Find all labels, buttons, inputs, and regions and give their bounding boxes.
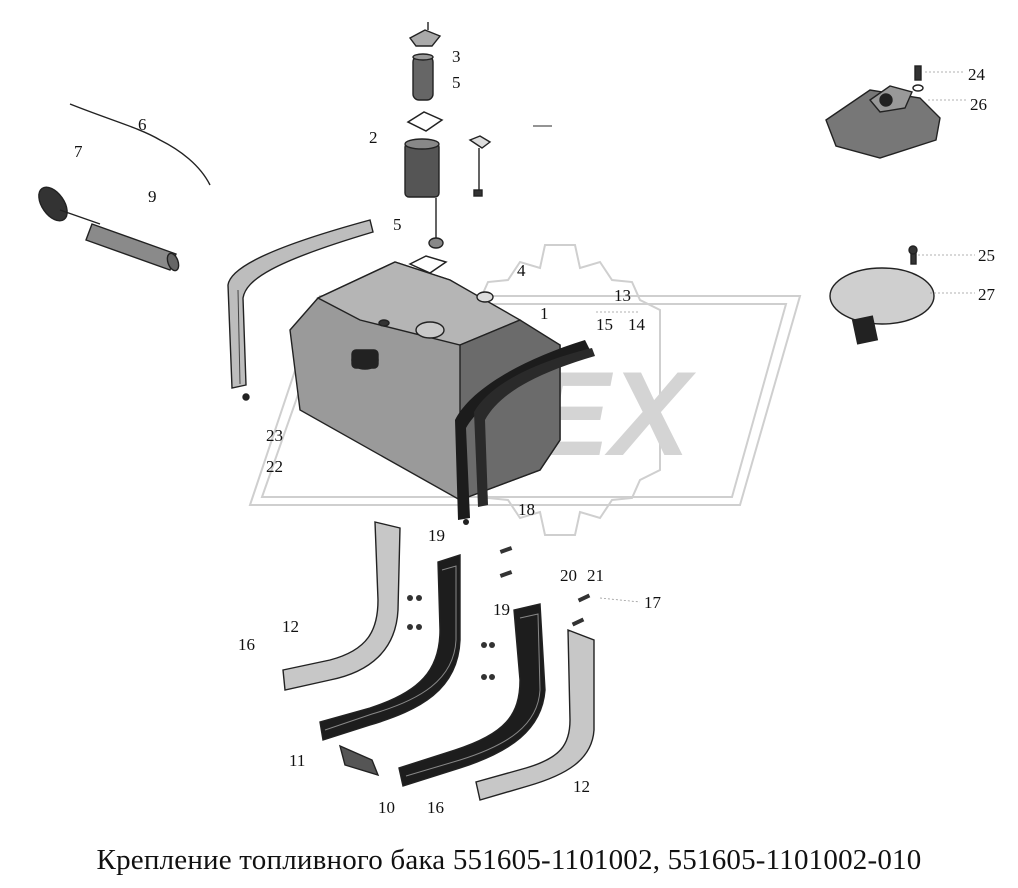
- callout-16-left: 16: [238, 635, 255, 654]
- filler-neck: [404, 138, 444, 249]
- bracket-10: [398, 603, 546, 787]
- callout-4: 4: [517, 261, 526, 280]
- gasket-lower: [408, 255, 448, 274]
- callout-6: 6: [138, 115, 147, 134]
- callout-25: 25: [978, 246, 995, 265]
- sensor-flange: [825, 65, 941, 159]
- callout-10: 10: [378, 798, 395, 817]
- strainer-tube: [412, 53, 434, 101]
- sensor-cable: [69, 103, 211, 186]
- callout-20: 20: [560, 566, 577, 585]
- callout-2: 2: [369, 128, 378, 147]
- callout-1: 1: [540, 304, 549, 323]
- callout-19-lower: 19: [493, 600, 510, 619]
- callout-26: 26: [970, 95, 987, 114]
- bolts-group: [407, 546, 591, 680]
- tank-band-right: [455, 340, 595, 525]
- callout-21: 21: [587, 566, 604, 585]
- gasket-top: [406, 111, 444, 132]
- callouts: 3 5 6 7 9 2 5 4 1 13 15 14 24 26 25 27 2…: [74, 47, 996, 817]
- callout-12-left: 12: [282, 617, 299, 636]
- callout-9: 9: [148, 187, 157, 206]
- callout-5-top: 5: [452, 73, 461, 92]
- dipstick: [468, 135, 492, 197]
- callout-14: 14: [628, 315, 646, 334]
- callout-24: 24: [968, 65, 986, 84]
- leader-lines: [596, 71, 975, 603]
- callout-27: 27: [978, 285, 996, 304]
- callout-22: 22: [266, 457, 283, 476]
- callout-5-lower: 5: [393, 215, 402, 234]
- callout-12-right: 12: [573, 777, 590, 796]
- support-bracket-right: [475, 628, 595, 801]
- watermark-gear: [459, 244, 661, 536]
- diagram-caption: Крепление топливного бака 551605-1101002…: [96, 844, 922, 876]
- filler-cap: [408, 22, 442, 47]
- callout-7: 7: [74, 142, 83, 161]
- cover-plate: [829, 245, 935, 345]
- callout-15: 15: [596, 315, 613, 334]
- bracket-11: [319, 554, 461, 777]
- intake-filter: [38, 186, 180, 272]
- callout-23: 23: [266, 426, 283, 445]
- tank-strap-left: [227, 219, 374, 401]
- callout-11: 11: [289, 751, 305, 770]
- support-bracket-left: [282, 521, 401, 691]
- callout-19-top: 19: [428, 526, 445, 545]
- callout-16-bottom: 16: [427, 798, 444, 817]
- callout-18: 18: [518, 500, 535, 519]
- callout-17: 17: [644, 593, 662, 612]
- callout-3: 3: [452, 47, 461, 66]
- callout-13: 13: [614, 286, 631, 305]
